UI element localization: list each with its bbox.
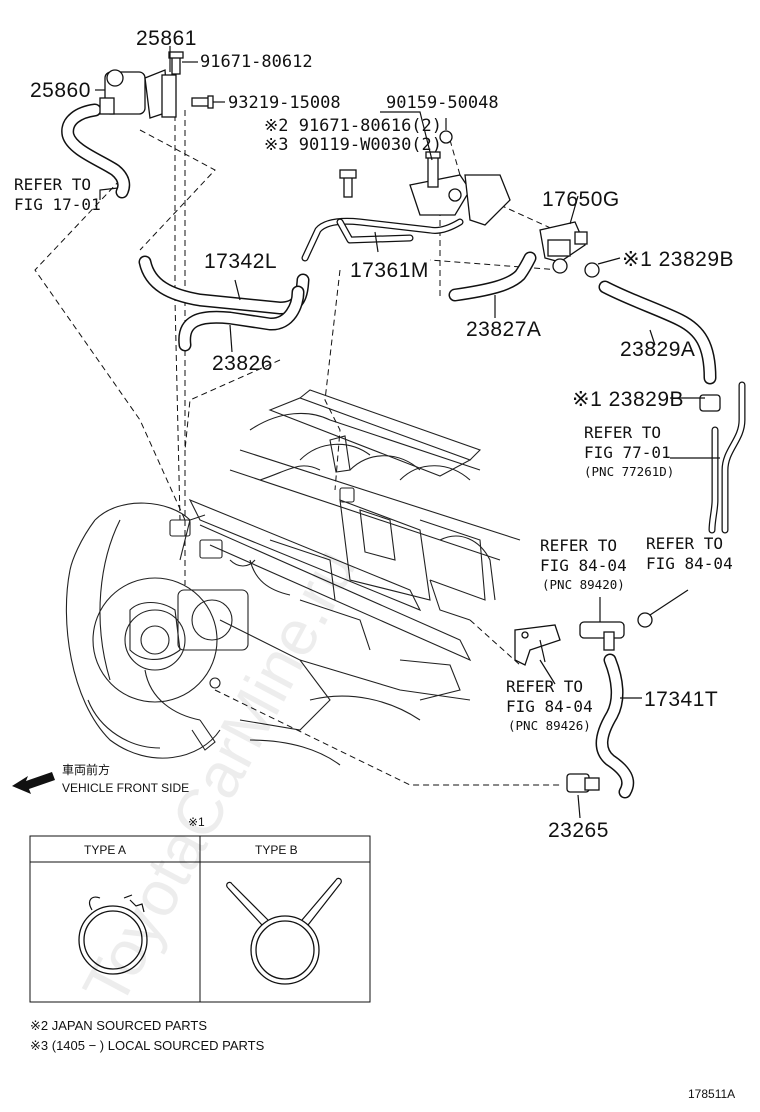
note-japan-sourced: ※2 JAPAN SOURCED PARTS <box>30 1018 207 1033</box>
ref-fig8404a-line1[interactable]: REFER TO <box>540 536 617 555</box>
ref-fig8404a-pnc: (PNC 89420) <box>542 577 625 592</box>
label-23827A: 23827A <box>466 318 541 341</box>
ref-fig8404b-line1[interactable]: REFER TO <box>646 534 723 553</box>
vsv-17650G <box>539 195 588 274</box>
ref-fig1701-line1[interactable]: REFER TO <box>14 175 91 194</box>
ref-fig7701-line2[interactable]: FIG 77-01 <box>584 443 671 462</box>
label-23829B-top: ※1 23829B <box>622 248 734 271</box>
hose-23826 <box>178 285 305 352</box>
label-23826: 23826 <box>212 352 273 375</box>
hose-17341T <box>595 653 635 799</box>
label-90159-50048: 90159-50048 <box>386 93 499 113</box>
figure-id: 178511A <box>688 1087 735 1101</box>
engine-illustration <box>65 389 521 766</box>
bolt-91671-80612 <box>168 51 184 75</box>
bolt-90159-50048 <box>439 118 453 144</box>
label-17361M: 17361M <box>350 259 429 282</box>
leader-lines <box>95 46 720 819</box>
label-91671-80616: ※2 91671-80616(2) <box>264 116 442 136</box>
bolt-93219-15008 <box>191 95 214 109</box>
label-93219-15008: 93219-15008 <box>228 93 341 113</box>
ref-fig7701-line1[interactable]: REFER TO <box>584 423 661 442</box>
legend-type-a: TYPE A <box>84 843 126 857</box>
watermark: ToyotaCarMine.ru <box>69 537 370 1017</box>
label-90119-W0030: ※3 90119-W0030(2) <box>264 135 442 155</box>
label-91671-80612: 91671-80612 <box>200 52 313 72</box>
bolt-90119-W0030 <box>339 169 357 198</box>
ref-fig8404a-line2[interactable]: FIG 84-04 <box>540 556 627 575</box>
clamp-23829B-top <box>584 257 621 278</box>
pipe-17361M <box>301 217 464 262</box>
label-23829B-mid: ※1 23829B <box>572 388 684 411</box>
ref-fig8404c-pnc: (PNC 89426) <box>508 718 591 733</box>
label-23265: 23265 <box>548 819 609 842</box>
label-25861: 25861 <box>136 27 197 50</box>
clip-23829B-mid <box>699 394 721 412</box>
legend-mark: ※1 <box>188 815 205 829</box>
label-17341T: 17341T <box>644 688 718 711</box>
direction-label-jp: 車両前方 <box>62 762 110 777</box>
sensor-bracket <box>514 624 561 666</box>
front-arrow-icon <box>12 772 55 794</box>
hose-25860-to-fig1701 <box>61 103 131 199</box>
legend-type-b: TYPE B <box>255 843 298 857</box>
ref-fig8404c-line1[interactable]: REFER TO <box>506 677 583 696</box>
clamp-type-legend: ※1 TYPE A TYPE B <box>29 815 371 1003</box>
ref-fig8404c-line2[interactable]: FIG 84-04 <box>506 697 593 716</box>
label-25860: 25860 <box>30 79 91 102</box>
bracket-17361M <box>409 151 511 226</box>
clamp-type-a-drawing <box>78 894 148 975</box>
direction-label-en: VEHICLE FRONT SIDE <box>62 781 189 795</box>
ref-fig7701-pnc: (PNC 77261D) <box>584 464 674 479</box>
hose-23827A <box>448 251 537 302</box>
vehicle-front-direction: 車両前方 VEHICLE FRONT SIDE <box>12 762 189 795</box>
sensor-89420 <box>579 589 689 651</box>
hose-23829A <box>598 280 717 385</box>
hose-fig7701-pipes <box>708 381 746 534</box>
label-17650G: 17650G <box>542 188 620 211</box>
note-local-sourced: ※3 (1405 − ) LOCAL SOURCED PARTS <box>30 1038 265 1053</box>
clamp-type-b-drawing <box>226 877 342 985</box>
vsv-25860-assembly <box>99 69 177 119</box>
sensor-23265 <box>566 773 600 793</box>
label-23829A: 23829A <box>620 338 695 361</box>
reference-dashed-lines <box>34 85 561 786</box>
ref-fig8404b-line2[interactable]: FIG 84-04 <box>646 554 733 573</box>
ref-fig1701-line2[interactable]: FIG 17-01 <box>14 195 101 214</box>
label-17342L: 17342L <box>204 250 277 273</box>
